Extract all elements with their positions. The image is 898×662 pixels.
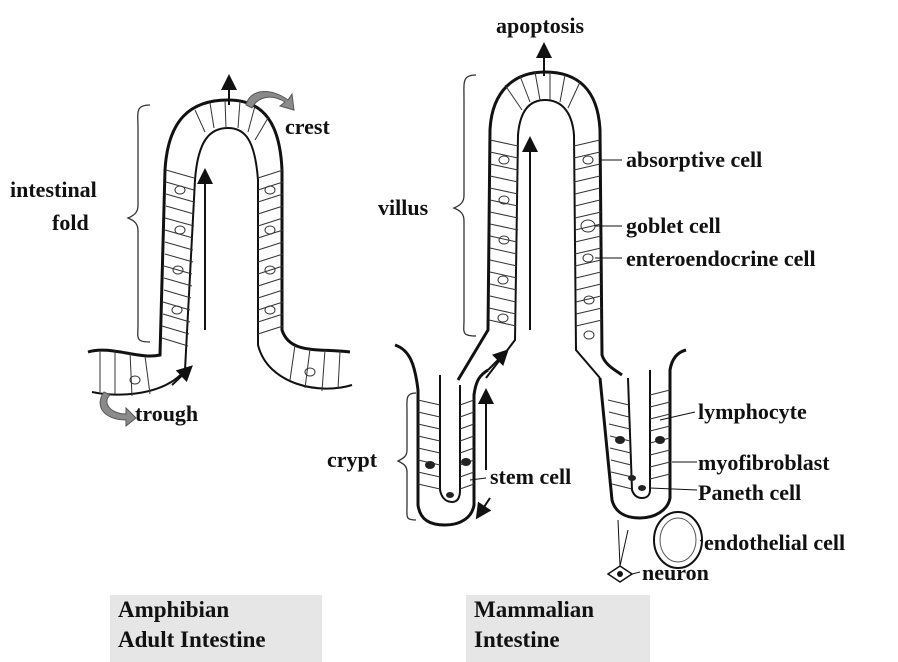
label-stem-cell: stem cell (490, 464, 571, 489)
crypt-bracket (398, 393, 416, 520)
mammalian-villus (454, 46, 622, 380)
label-paneth-cell: Paneth cell (698, 480, 801, 505)
crypt-down-arrow (478, 498, 490, 516)
stem-cell-pointer (470, 478, 486, 480)
label-intestinal-fold-2: fold (52, 210, 89, 235)
neuron-shape (608, 520, 632, 582)
right-crypt-outer (600, 350, 686, 518)
label-villus: villus (378, 195, 429, 220)
label-lymphocyte: lymphocyte (698, 399, 807, 424)
label-myofibroblast: myofibroblast (698, 450, 830, 475)
endothelial-vessel-inner (660, 518, 696, 562)
amphibian-caption-line-2: Adult Intestine (118, 625, 314, 655)
left-crypt-inner (440, 375, 460, 502)
label-neuron: neuron (642, 560, 709, 585)
crest-curved-arrow (246, 92, 294, 110)
label-goblet-cell: goblet cell (626, 213, 721, 238)
left-crypt-cells (418, 400, 474, 489)
amphibian-trough-arrow (172, 368, 190, 385)
label-apoptosis: apoptosis (496, 13, 584, 38)
mammalian-caption: Mammalian Intestine (466, 595, 650, 662)
mammalian-caption-line-2: Intestine (474, 625, 642, 655)
villus-cells (489, 72, 602, 326)
mammalian-caption-line-1: Mammalian (474, 595, 642, 625)
left-crypt-nuclei (425, 458, 471, 498)
villus-nuclei (498, 156, 595, 339)
label-crest: crest (285, 114, 330, 139)
amphibian-caption-line-1: Amphibian (118, 595, 314, 625)
left-crypt-outer (395, 345, 488, 525)
villus-bracket (454, 75, 476, 336)
label-trough: trough (135, 401, 198, 426)
label-absorptive-cell: absorptive cell (626, 147, 762, 172)
amphibian-caption: Amphibian Adult Intestine (110, 595, 322, 662)
trough-curved-arrow (100, 392, 136, 426)
labels: intestinal fold crest trough apoptosis v… (10, 13, 845, 585)
label-endothelial-cell: endothelial cell (704, 530, 845, 555)
label-intestinal-fold-1: intestinal (10, 177, 97, 202)
amphibian-cells (100, 100, 340, 396)
right-crypt-nuclei (615, 436, 665, 491)
intestinal-fold-bracket (128, 105, 150, 342)
label-enteroendocrine-cell: enteroendocrine cell (626, 246, 816, 271)
villus-base-arrow (488, 352, 506, 370)
label-crypt: crypt (327, 447, 378, 472)
